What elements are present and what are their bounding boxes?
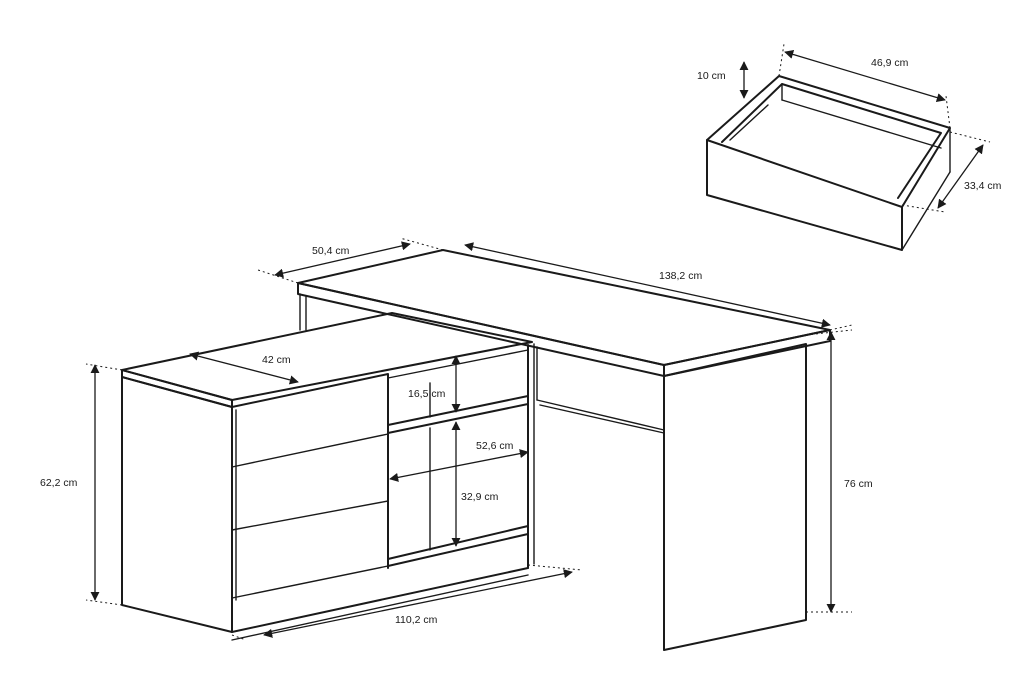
label-drawer-height: 10 cm	[697, 70, 726, 82]
label-drawer-depth: 33,4 cm	[964, 180, 1002, 192]
label-cabinet-length: 110,2 cm	[395, 614, 438, 626]
label-desk-length: 138,2 cm	[659, 270, 702, 282]
label-desk-depth: 50,4 cm	[312, 245, 350, 257]
drawer-drawing	[706, 75, 951, 251]
label-desk-height: 76 cm	[844, 478, 873, 490]
label-drawer-width: 46,9 cm	[871, 57, 909, 69]
dimension-labels: 10 cm 46,9 cm 33,4 cm 50,4 cm 138,2 cm 4…	[40, 57, 1002, 626]
label-shelf-width: 52,6 cm	[476, 440, 514, 452]
label-shelf-lower-height: 32,9 cm	[461, 491, 499, 503]
dimension-lines	[85, 43, 991, 641]
label-cabinet-depth: 42 cm	[262, 354, 291, 366]
label-shelf-upper-height: 16,5 cm	[408, 388, 446, 400]
label-cabinet-height: 62,2 cm	[40, 477, 78, 489]
